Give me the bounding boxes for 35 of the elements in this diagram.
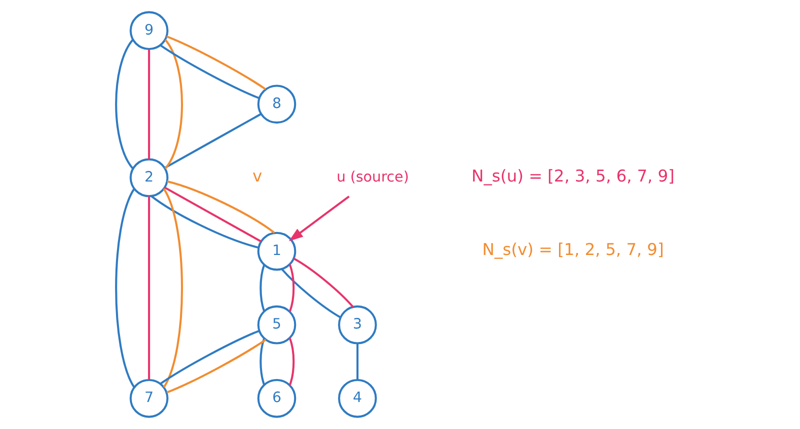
- connector: [166, 35, 266, 90]
- connector: [293, 258, 354, 308]
- connector: [280, 268, 341, 318]
- connector: [356, 344, 358, 380]
- node-circle: 9: [129, 11, 168, 50]
- connector: [166, 338, 266, 394]
- connector: [148, 196, 150, 380]
- node-circle: 6: [256, 378, 296, 418]
- label: N_s(v) = [1, 2, 5, 7, 9]: [482, 240, 664, 260]
- connector: [164, 113, 262, 169]
- node-circle: 7: [129, 378, 168, 418]
- node-circle: 1: [256, 232, 296, 271]
- connector: [114, 39, 134, 170]
- node-text: u (source): [336, 170, 408, 186]
- label: N_s(u) = [2, 3, 5, 6, 7, 9]: [471, 166, 674, 186]
- connector: [288, 338, 294, 386]
- node-circle: 8: [256, 84, 296, 124]
- node-circle: 3: [338, 305, 376, 344]
- connector: [288, 264, 294, 312]
- connector: [164, 39, 182, 170]
- node-circle: 5: [256, 305, 296, 344]
- connector: [259, 264, 265, 312]
- connector: [164, 186, 261, 242]
- connector: [150, 195, 258, 249]
- node-circle: 2: [129, 158, 168, 198]
- connector: [159, 330, 260, 385]
- label: v: [252, 166, 262, 186]
- connector: [162, 188, 182, 388]
- node-circle: 4: [338, 378, 376, 418]
- connector: [166, 180, 274, 234]
- connector: [259, 338, 265, 385]
- connector: [148, 49, 150, 160]
- connector: [160, 44, 260, 100]
- connector: [114, 188, 135, 388]
- arrow: [288, 196, 350, 242]
